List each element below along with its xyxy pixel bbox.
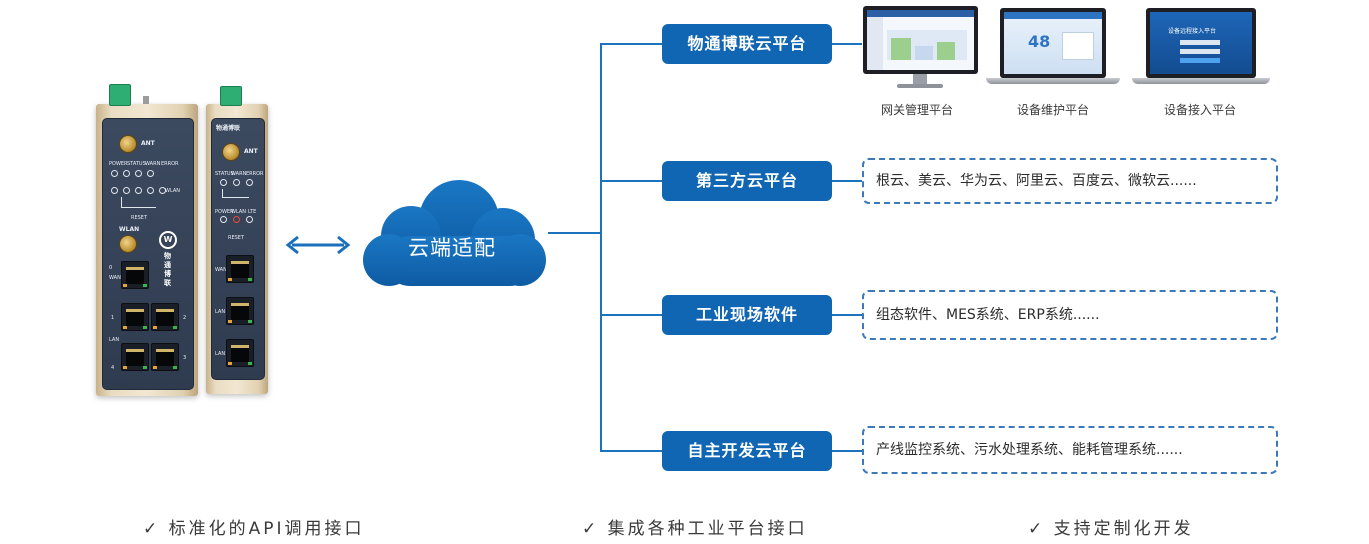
brand-logo-icon: W <box>159 231 177 249</box>
cloud-icon <box>363 180 546 286</box>
connector-detail-3 <box>832 450 862 452</box>
desktop-monitor <box>863 6 978 74</box>
monitor-label-access: 设备接入平台 <box>1163 103 1236 117</box>
wan-label: WAN <box>215 267 227 273</box>
lan1-label: LAN 1 <box>215 309 230 315</box>
led-label-error: ERROR <box>246 171 264 177</box>
lan-port-number-3: 3 <box>183 355 187 361</box>
feature-customization: ✓ 支持定制化开发 <box>1028 514 1194 539</box>
connector-detail-0 <box>832 43 862 45</box>
brand-vertical-text: 物通博联 <box>164 252 171 287</box>
check-icon: ✓ <box>143 519 161 539</box>
wan-port-label: WAN <box>109 275 121 281</box>
ant-label: ANT <box>141 140 155 147</box>
wan-port <box>226 255 254 283</box>
connector-branch-4 <box>600 450 662 452</box>
detail-self-developed: 产线监控系统、污水处理系统、能耗管理系统...... <box>862 426 1278 474</box>
laptop-base <box>986 78 1120 84</box>
connector-trunk <box>600 43 602 452</box>
wlan-tag: WLAN <box>165 188 181 194</box>
connector-detail-1 <box>832 180 862 182</box>
cloud-label: 云端适配 <box>408 236 496 260</box>
lan-port-number-2: 2 <box>183 315 187 321</box>
laptop-screen: 48 <box>1000 8 1106 78</box>
wlan-antenna-connector-icon <box>119 235 137 253</box>
terminal-block <box>220 86 242 106</box>
monitor-base <box>897 84 943 88</box>
led-label-warn: WARN <box>231 171 247 177</box>
lan-port-2 <box>226 339 254 367</box>
led-label-power: POWER <box>109 161 128 167</box>
lan-port-2 <box>151 303 179 331</box>
lan-port-number-4: 4 <box>111 365 115 371</box>
feature-text: 支持定制化开发 <box>1053 519 1194 539</box>
ant-label: ANT <box>244 148 258 155</box>
led-label-status: STATUS <box>127 161 146 167</box>
status-leds <box>111 170 154 177</box>
connector-branch-2 <box>600 180 662 182</box>
platform-wutong-cloud: 物通博联云平台 <box>662 24 832 64</box>
gateway-large: ANT POWER STATUS WARN ERROR WLAN RESET W… <box>96 84 198 396</box>
wan-port-number: 0 <box>109 265 113 271</box>
signal-bars-icon <box>121 197 156 208</box>
platform-third-party-cloud: 第三方云平台 <box>662 161 832 201</box>
feature-text: 集成各种工业平台接口 <box>607 519 808 539</box>
status-leds <box>220 179 253 186</box>
power-leds <box>220 216 253 223</box>
lan-port-4 <box>151 343 179 371</box>
lan-port-1 <box>121 303 149 331</box>
connector-branch-3 <box>600 314 662 316</box>
access-screen-title: 设备远程接入平台 <box>1168 28 1217 35</box>
front-panel: ANT POWER STATUS WARN ERROR WLAN RESET W… <box>102 118 194 390</box>
antenna-connector-icon <box>222 143 240 161</box>
lan-port-3 <box>121 343 149 371</box>
brand-text: 物通博联 <box>216 125 241 132</box>
signal-bars-icon <box>222 189 249 198</box>
front-panel: 物通博联 ANT STATUS WARN ERROR POWER WLAN LT… <box>211 118 265 380</box>
led-label-lte: LTE <box>248 209 257 215</box>
connector-detail-2 <box>832 314 862 316</box>
feature-industrial-integration: ✓ 集成各种工业平台接口 <box>582 514 808 539</box>
maint-number: 48 <box>1028 32 1051 51</box>
led-label-power: POWER <box>215 209 234 215</box>
led-label-status: STATUS <box>215 171 234 177</box>
double-arrow-icon <box>285 235 351 255</box>
terminal-block <box>109 84 131 106</box>
lan-port-number-1: 1 <box>111 315 115 321</box>
feature-standard-api: ✓ 标准化的API调用接口 <box>143 514 365 539</box>
connector-cloud-horizontal <box>548 232 600 234</box>
signal-leds <box>111 187 166 194</box>
check-icon: ✓ <box>1028 519 1046 539</box>
lan-port-label: LAN <box>109 337 120 343</box>
check-icon: ✓ <box>582 519 600 539</box>
feature-text: 标准化的API调用接口 <box>168 519 365 539</box>
reset-label: RESET <box>131 215 148 221</box>
monitor-stand <box>913 74 927 84</box>
detail-third-party: 根云、美云、华为云、阿里云、百度云、微软云...... <box>862 158 1278 204</box>
connector-branch-1 <box>600 43 662 45</box>
reset-label: RESET <box>228 235 245 241</box>
detail-industrial: 组态软件、MES系统、ERP系统...... <box>862 290 1278 340</box>
wan-port <box>121 261 149 289</box>
laptop-screen: 设备远程接入平台 <box>1146 8 1256 78</box>
led-label-wlan: WLAN <box>231 209 247 215</box>
antenna-connector-icon <box>119 135 137 153</box>
monitor-label-gateway: 网关管理平台 <box>880 103 953 117</box>
led-label-warn: WARN <box>145 161 161 167</box>
lan-port-1 <box>226 297 254 325</box>
monitor-label-maint: 设备维护平台 <box>1016 103 1089 117</box>
platform-self-developed-cloud: 自主开发云平台 <box>662 431 832 471</box>
gateway-small: 物通博联 ANT STATUS WARN ERROR POWER WLAN LT… <box>206 86 268 394</box>
antenna-mount <box>143 96 149 104</box>
platform-industrial-software: 工业现场软件 <box>662 295 832 335</box>
lan2-label: LAN 2 <box>215 351 230 357</box>
laptop-base <box>1132 78 1270 84</box>
led-label-error: ERROR <box>161 161 179 167</box>
wlan-label: WLAN <box>119 226 140 233</box>
